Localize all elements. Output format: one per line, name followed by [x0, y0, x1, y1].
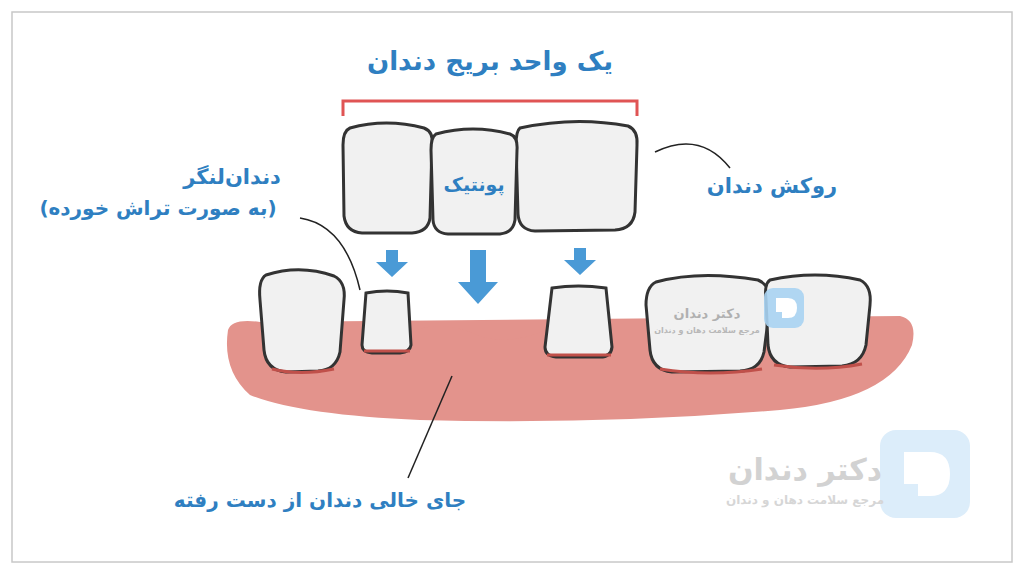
- abutment-note: (به صورت تراش خورده): [39, 196, 276, 220]
- crown-label: روکش دندان: [707, 174, 837, 199]
- watermark-sub: مرجع سلامت دهان و دندان: [654, 326, 759, 336]
- diagram-title: یک واحد بریج دندان: [367, 46, 613, 77]
- gap-label: جای خالی دندان از دست رفته: [174, 488, 466, 512]
- node-label: پونتیک: [443, 173, 504, 196]
- watermark-sub: مرجع سلامت دهان و دندان: [726, 493, 884, 507]
- pontic-tooth: پونتیک: [433, 136, 515, 232]
- watermark: دکتر دندان: [728, 452, 882, 488]
- abutment-label: دندان‌لنگر: [183, 165, 281, 190]
- watermark: دکتر دندان: [674, 306, 741, 322]
